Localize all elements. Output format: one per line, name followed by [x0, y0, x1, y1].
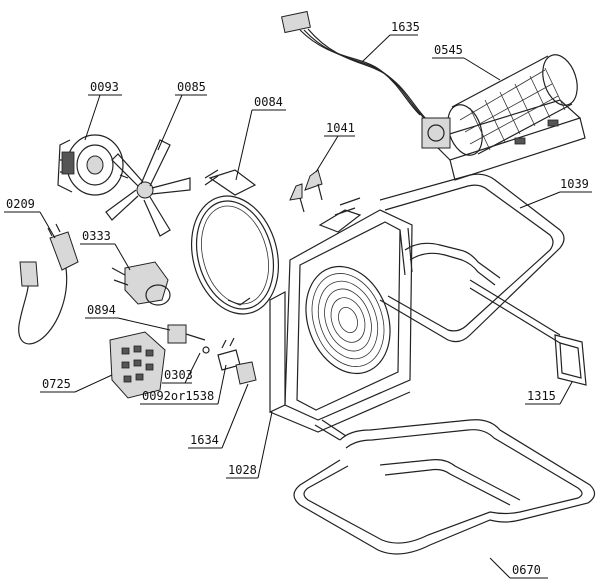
- label-0670: 0670: [512, 563, 541, 577]
- fan-motor-0093: [57, 134, 129, 196]
- callout-labels: 1635 0545 0093 0085 0084 1041 1039 0209 …: [6, 20, 589, 577]
- lamp-holder-0333: [111, 261, 171, 306]
- terminals-1041: [289, 169, 323, 213]
- circular-element-0084: [190, 169, 280, 315]
- wiring-harness-1635: [281, 10, 429, 122]
- bottom-element-0670: [293, 419, 596, 555]
- label-1041: 1041: [326, 121, 355, 135]
- label-0093: 0093: [90, 80, 119, 94]
- bracket-1634: [235, 361, 257, 385]
- switch-0725: [109, 331, 166, 399]
- grill-element-1039: [379, 173, 565, 344]
- label-1315: 1315: [527, 389, 556, 403]
- tangential-fan-0545: [421, 54, 586, 181]
- oven-back-panel-1028: [269, 197, 413, 433]
- label-1039: 1039: [560, 177, 589, 191]
- fan-blade-0085: [105, 139, 191, 237]
- thermostat-0894: [167, 324, 210, 354]
- leader-lines: [4, 34, 592, 579]
- label-0333: 0333: [82, 229, 111, 243]
- label-1634: 1634: [190, 433, 219, 447]
- label-0209: 0209: [6, 197, 35, 211]
- label-0545: 0545: [434, 43, 463, 57]
- label-1028: 1028: [228, 463, 257, 477]
- bracket-1315: [554, 334, 587, 386]
- label-0725: 0725: [42, 377, 71, 391]
- label-0084: 0084: [254, 95, 283, 109]
- power-cord-0209: [18, 223, 79, 345]
- label-0303: 0303: [164, 368, 193, 382]
- label-0085: 0085: [177, 80, 206, 94]
- label-0092or1538: 0092or1538: [142, 389, 214, 403]
- label-0894: 0894: [87, 303, 116, 317]
- label-1635: 1635: [391, 20, 420, 34]
